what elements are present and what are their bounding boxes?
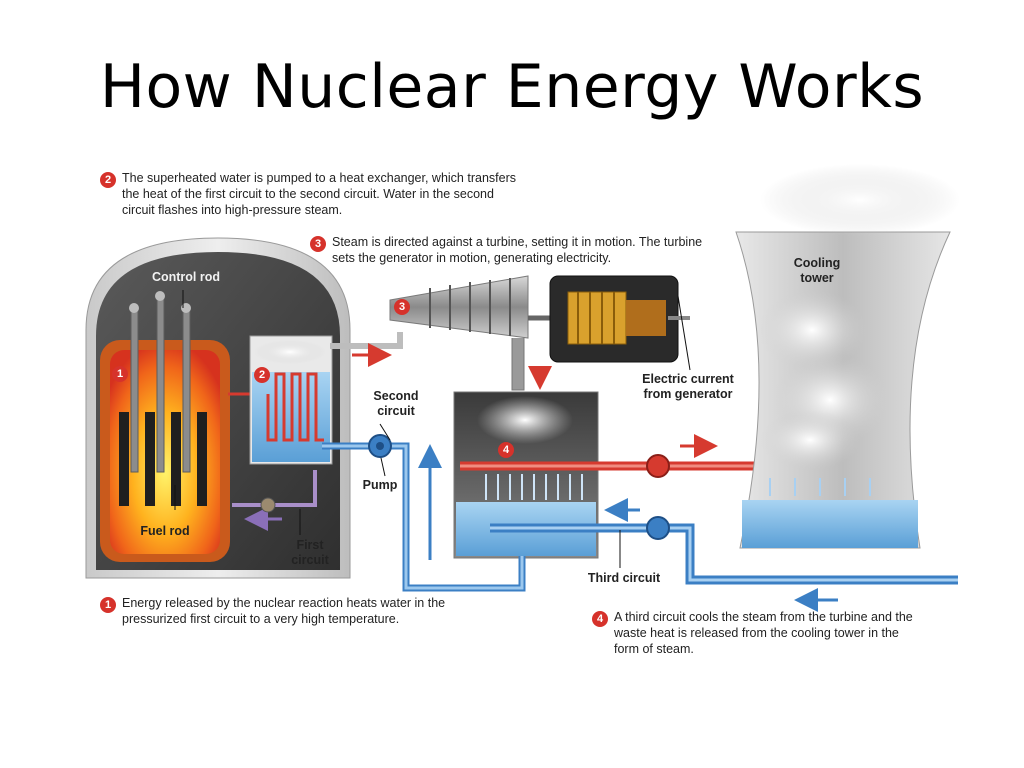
fuel-rod bbox=[197, 412, 207, 506]
fuel-rod bbox=[119, 412, 129, 506]
third-circuit-pump-cold bbox=[646, 516, 670, 540]
label-control-rod: Control rod bbox=[151, 270, 221, 284]
reactor-core bbox=[100, 291, 230, 562]
fuel-rod bbox=[145, 412, 155, 506]
label-third-circuit: Third circuit bbox=[587, 571, 661, 585]
label-cooling-tower: Cooling tower bbox=[793, 256, 841, 285]
turbine bbox=[389, 275, 552, 391]
third-circuit-pump-hot bbox=[646, 454, 670, 478]
step-3-marker: 3 bbox=[310, 236, 326, 252]
electric-current-leader bbox=[677, 295, 691, 371]
step-2-marker: 2 bbox=[100, 172, 116, 188]
control-rod bbox=[156, 295, 165, 473]
diagram-marker-3: 3 bbox=[394, 299, 410, 315]
step-1-caption: Energy released by the nuclear reaction … bbox=[122, 596, 446, 626]
cooling-tower bbox=[735, 164, 960, 549]
label-first-circuit: First circuit bbox=[291, 538, 329, 567]
generator bbox=[549, 275, 690, 363]
label-pump: Pump bbox=[362, 478, 398, 492]
label-electric-current: Electric current from generator bbox=[642, 372, 734, 401]
leader-lines bbox=[174, 290, 621, 568]
step-2-caption: The superheated water is pumped to a hea… bbox=[122, 171, 516, 217]
control-rod bbox=[130, 307, 139, 473]
label-fuel-rod: Fuel rod bbox=[140, 524, 190, 538]
primary-pump bbox=[260, 497, 276, 513]
step-4-caption: A third circuit cools the steam from the… bbox=[614, 610, 913, 656]
fuel-rod bbox=[171, 412, 181, 506]
label-second-circuit: Second circuit bbox=[373, 389, 419, 418]
step-3-caption: Steam is directed against a turbine, set… bbox=[332, 235, 703, 265]
steam-line bbox=[330, 332, 403, 367]
diagram-marker-1: 1 bbox=[112, 366, 128, 382]
diagram-marker-2: 2 bbox=[254, 367, 270, 383]
diagram-marker-4: 4 bbox=[498, 442, 514, 458]
control-rod bbox=[182, 307, 191, 473]
third-circuit-cold-pipe bbox=[490, 498, 958, 612]
heat-exchanger bbox=[249, 335, 333, 465]
step-1-marker: 1 bbox=[100, 597, 116, 613]
step-4-marker: 4 bbox=[592, 611, 608, 627]
slide-title: How Nuclear Energy Works bbox=[99, 52, 925, 122]
second-circuit-pipe bbox=[322, 434, 526, 592]
